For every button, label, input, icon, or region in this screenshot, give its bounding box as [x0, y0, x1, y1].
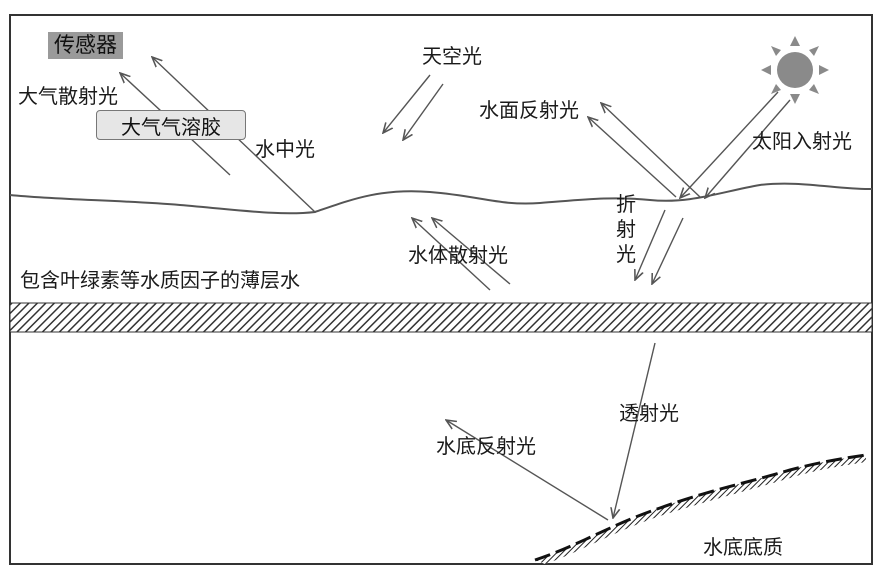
- sun-icon: [761, 36, 829, 104]
- solar-incident-label: 太阳入射光: [752, 129, 852, 153]
- frame: [9, 14, 873, 565]
- thin-layer-label: 包含叶绿素等水质因子的薄层水: [20, 268, 300, 292]
- sky-light-arrow-1: [383, 74, 431, 133]
- bottom-substrate-shape: [535, 455, 866, 564]
- water-leaving-label: 水中光: [255, 137, 315, 161]
- transmitted-label: 透射光: [619, 401, 679, 425]
- solar-ray-2: [705, 99, 791, 198]
- refraction-label: 折射光: [616, 192, 636, 266]
- sky-light-arrow-2: [403, 83, 444, 140]
- layer-boundary-band: [9, 302, 873, 333]
- atmos-scatter-label: 大气散射光: [18, 84, 118, 108]
- water-scatter-arrow-2: [432, 218, 511, 285]
- water-scatter-arrow-1: [412, 218, 491, 291]
- surface-reflect-arrow-2: [601, 103, 701, 198]
- aerosol-box: 大气气溶胶: [96, 110, 246, 140]
- bottom-reflect-arrow: [446, 420, 609, 521]
- bottom-reflect-label: 水底反射光: [436, 434, 536, 458]
- water-surface: [9, 182, 873, 215]
- refraction-arrow-2: [652, 217, 684, 284]
- sensor-label: 传感器: [48, 32, 123, 60]
- transmitted-arrow: [613, 342, 656, 518]
- refraction-arrow-1: [635, 209, 666, 280]
- surface-reflect-label: 水面反射光: [479, 98, 579, 122]
- surface-reflect-arrow-1: [588, 117, 677, 198]
- bottom-line: [534, 453, 867, 562]
- sky-light-label: 天空光: [422, 44, 482, 68]
- water-scatter-label: 水体散射光: [408, 243, 508, 267]
- solar-ray-1: [680, 91, 779, 198]
- bottom-substrate-label: 水底底质: [703, 535, 783, 559]
